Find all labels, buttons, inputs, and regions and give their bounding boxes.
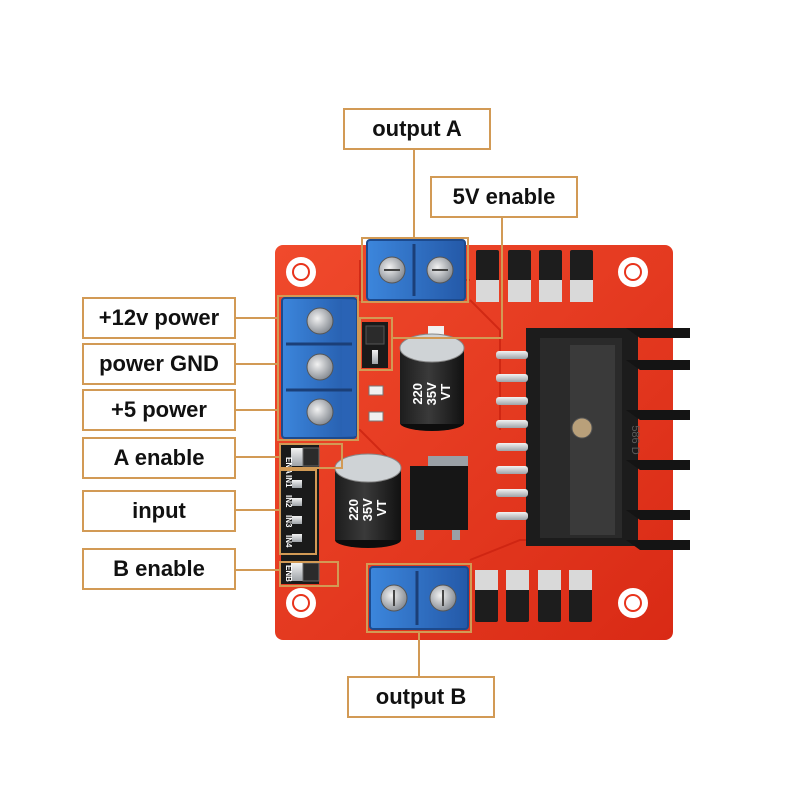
highlight-b-enable — [279, 561, 339, 587]
pin-label-in3: IN3 — [284, 515, 293, 528]
diodes-top — [476, 250, 593, 302]
highlight-input — [279, 469, 317, 555]
power-terminal — [281, 297, 357, 439]
label-12v-power: +12v power — [82, 297, 236, 339]
pin-label-in1: IN1 — [284, 475, 293, 488]
pin-label-enb: ENB — [284, 565, 293, 582]
mounting-holes — [286, 257, 648, 618]
highlight-5v-enable — [359, 317, 393, 371]
capacitor-top: 220 35V VT — [399, 333, 465, 431]
voltage-regulator — [410, 456, 468, 540]
pin-label-in2: IN2 — [284, 495, 293, 508]
label-output-b: output B — [347, 676, 495, 718]
label-5v-enable: 5V enable — [430, 176, 578, 218]
pin-header-silkscreen: ENA IN1 IN2 IN3 IN4 ENB — [284, 457, 293, 582]
label-input: input — [82, 490, 236, 532]
leader-lines — [236, 150, 503, 676]
capacitor-top-text: 220 35V VT — [410, 379, 453, 406]
capacitor-bottom: 220 35V VT — [334, 453, 402, 548]
pin-label-ena: ENA — [284, 457, 293, 474]
smd-components — [368, 326, 444, 422]
capacitor-bottom-text: 220 35V VT — [346, 495, 389, 522]
pin-label-in4: IN4 — [284, 535, 293, 548]
output-b-terminal — [369, 566, 469, 630]
label-b-enable: B enable — [82, 548, 236, 590]
label-power-gnd: power GND — [82, 343, 236, 385]
driver-chip-pins — [496, 351, 528, 520]
label-a-enable: A enable — [82, 437, 236, 479]
label-output-a: output A — [343, 108, 491, 150]
heatsink-text: 586 D — [629, 425, 641, 454]
heatsink: 586 D — [526, 328, 690, 550]
diodes-bottom — [475, 570, 592, 622]
jumper-5v-enable — [362, 322, 388, 368]
highlight-power-terminal — [277, 295, 359, 441]
output-a-terminal — [366, 239, 466, 301]
label-5-power: +5 power — [82, 389, 236, 431]
